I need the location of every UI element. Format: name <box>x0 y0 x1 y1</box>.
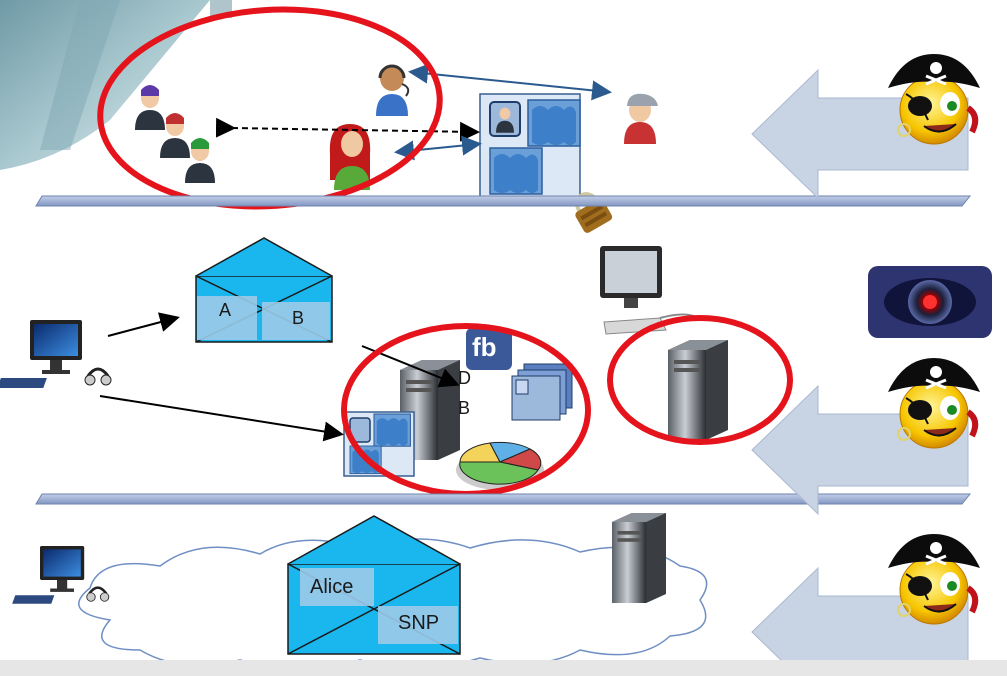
layer-separator-bar <box>35 195 972 207</box>
client-to-server-arrow <box>99 395 344 442</box>
footer-band <box>0 660 1007 676</box>
server-letter-b: B <box>458 398 471 418</box>
woman-user-icon <box>329 124 371 190</box>
envelope-message-large <box>287 515 461 655</box>
facebook-badge <box>466 328 512 370</box>
client-computer-icon <box>0 318 113 390</box>
envelope-message-small <box>195 237 333 343</box>
envelope-recipient-box <box>262 302 330 340</box>
envelope-large-recipient-label: SNP <box>398 612 440 634</box>
user-group-icon <box>135 85 215 183</box>
profile-card-field <box>527 99 581 147</box>
envelope-small-sender-label: A <box>219 300 232 320</box>
surveillance-eye-icon <box>868 266 992 338</box>
envelope-small-recipient-label: B <box>292 308 305 328</box>
server-tower-icon <box>612 513 666 603</box>
layer-separator-bar <box>35 493 972 505</box>
highlight-ring <box>607 315 793 445</box>
client-computer-icon <box>10 544 111 606</box>
envelope-recipient-box <box>378 606 458 644</box>
capped-user-icon <box>624 93 658 144</box>
database-pie-icon <box>456 441 544 490</box>
server-tower-icon <box>668 340 728 440</box>
woman-to-card-arrow <box>394 135 482 161</box>
application-layer <box>0 0 980 233</box>
envelope-large-sender-label: Alice <box>310 576 354 598</box>
client-to-envelope-arrow <box>107 312 180 337</box>
dashed-link-arrow <box>215 117 480 142</box>
profile-card <box>479 93 581 201</box>
server-letter-d: D <box>458 368 471 388</box>
facebook-badge-text: fb <box>472 332 497 362</box>
profile-card-field <box>489 147 543 195</box>
service-layer <box>0 237 992 516</box>
profile-stack-icon <box>511 363 573 421</box>
agent-to-user-arrow <box>408 63 612 101</box>
network-layer <box>0 513 1007 676</box>
envelope-sender-box <box>300 568 374 606</box>
envelope-sender-box <box>197 296 257 340</box>
support-agent-icon <box>376 64 410 116</box>
